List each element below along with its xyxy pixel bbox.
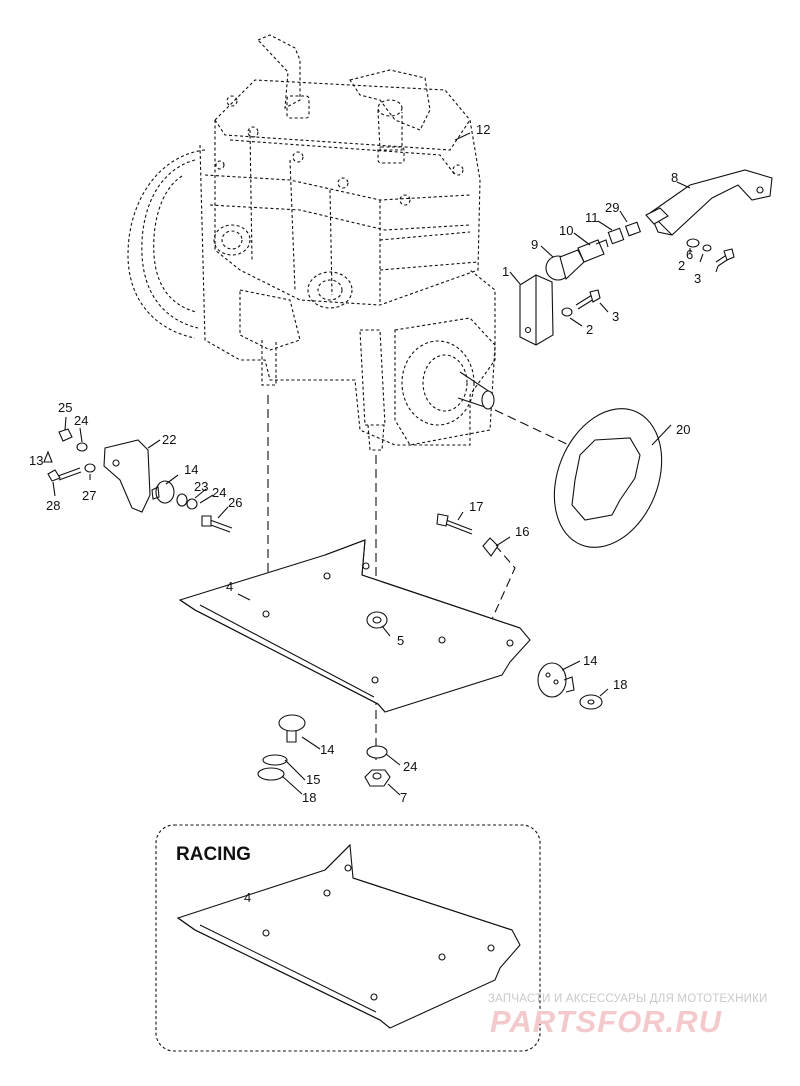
callout-24-c: 24 — [403, 759, 417, 774]
hardware-mid-left-group — [151, 480, 233, 533]
callout-27: 27 — [82, 488, 96, 503]
callout-2-b: 2 — [678, 258, 685, 273]
callout-5: 5 — [397, 633, 404, 648]
racing-skid-plate — [176, 843, 521, 1029]
callout-14-c: 14 — [583, 653, 597, 668]
callout-17: 17 — [469, 499, 483, 514]
callout-6: 6 — [686, 247, 693, 262]
callout-4: 4 — [226, 579, 233, 594]
callout-2-a: 2 — [586, 322, 593, 337]
watermark: ЗАПЧАСТИ И АКСЕССУАРЫ ДЛЯ МОТОТЕХНИКИ PA… — [488, 993, 768, 1039]
knob-assembly — [545, 221, 642, 281]
callout-10: 10 — [559, 223, 573, 238]
part-20-disc — [553, 408, 663, 548]
racing-label: RACING — [176, 844, 251, 865]
callout-24-b: 24 — [212, 485, 226, 500]
callout-14-b: 14 — [320, 742, 334, 757]
callout-26: 26 — [228, 495, 242, 510]
part-22-bracket — [103, 439, 151, 513]
pto-shaft — [457, 371, 495, 410]
callout-4-racing: 4 — [244, 890, 251, 905]
screw-washer-group-b — [686, 238, 735, 267]
callout-25: 25 — [58, 400, 72, 415]
callout-20: 20 — [676, 422, 690, 437]
washer-24-nut-7 — [364, 745, 391, 787]
part-1-plate — [519, 274, 554, 346]
callout-12: 12 — [476, 122, 490, 137]
callout-29: 29 — [605, 200, 619, 215]
callout-9: 9 — [531, 237, 538, 252]
callout-23: 23 — [194, 479, 208, 494]
racing-inset: RACING 4 — [155, 824, 541, 1052]
callout-11: 11 — [585, 210, 599, 225]
callout-1: 1 — [502, 264, 509, 279]
watermark-tagline: ЗАПЧАСТИ И АКСЕССУАРЫ ДЛЯ МОТОТЕХНИКИ — [488, 993, 768, 1005]
callout-18-a: 18 — [302, 790, 316, 805]
callout-28: 28 — [46, 498, 60, 513]
part-5-grommet — [366, 611, 388, 629]
callout-18-b: 18 — [613, 677, 627, 692]
screw-washer-group-a — [561, 289, 601, 317]
part-8-bracket — [645, 169, 773, 236]
callout-7: 7 — [400, 790, 407, 805]
callout-16: 16 — [515, 524, 529, 539]
callout-3-b: 3 — [694, 271, 701, 286]
callout-labels: 12 8 29 11 10 9 1 6 2 3 3 2 20 25 24 22 … — [29, 122, 701, 805]
callout-3-a: 3 — [612, 309, 619, 324]
callout-13: 13 — [29, 453, 43, 468]
mount-14-15-18-lower — [257, 714, 306, 781]
callout-24-a: 24 — [74, 413, 88, 428]
hardware-left-group — [43, 428, 96, 482]
callout-8: 8 — [671, 170, 678, 185]
watermark-logo: PARTSFOR.RU — [490, 1004, 723, 1039]
mount-14-18-right — [537, 662, 603, 710]
bolt-17-washer-16 — [436, 513, 499, 557]
engine-assembly — [127, 34, 496, 451]
part-4-skid-plate — [178, 539, 531, 713]
callout-15: 15 — [306, 772, 320, 787]
callout-22: 22 — [162, 432, 176, 447]
callout-14-a: 14 — [184, 462, 198, 477]
